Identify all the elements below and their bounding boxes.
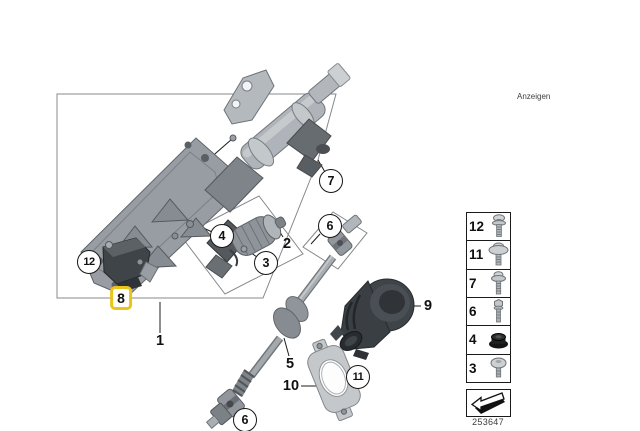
legend-row-7[interactable]: 7 xyxy=(466,268,511,298)
control-module-art xyxy=(102,237,159,292)
callout-1[interactable]: 1 xyxy=(155,332,165,349)
fastener-legend-table: 12 11 7 xyxy=(466,212,511,383)
page-turn-arrow-icon xyxy=(470,392,505,414)
legend-row-3[interactable]: 3 xyxy=(466,353,511,383)
hex-bolt-icon xyxy=(493,299,504,323)
pan-head-screw-icon xyxy=(492,214,506,238)
callout-2[interactable]: 2 xyxy=(282,235,292,252)
callout-12[interactable]: 12 xyxy=(77,250,101,274)
callout-7[interactable]: 7 xyxy=(319,169,343,193)
collar-screw-icon xyxy=(491,271,506,295)
callout-6-upper[interactable]: 6 xyxy=(318,214,342,238)
callout-6-lower[interactable]: 6 xyxy=(233,408,257,431)
callout-8-highlighted[interactable]: 8 xyxy=(110,286,132,310)
legend-row-12[interactable]: 12 xyxy=(466,212,511,242)
legend-num: 4 xyxy=(469,332,477,348)
legend-num: 7 xyxy=(469,275,477,291)
legend-num: 11 xyxy=(469,247,484,263)
adjustment-motor-art xyxy=(205,214,287,279)
lower-shaft-art xyxy=(205,214,362,429)
callout-4[interactable]: 4 xyxy=(210,224,234,248)
legend-row-4[interactable]: 4 xyxy=(466,325,511,355)
rubber-boot-art xyxy=(330,278,415,360)
legend-footer-cell[interactable] xyxy=(466,389,511,417)
legend-num: 3 xyxy=(469,360,477,376)
legend-row-11[interactable]: 11 xyxy=(466,240,511,270)
legend-row-6[interactable]: 6 xyxy=(466,296,511,327)
washer-head-screw-icon xyxy=(488,242,509,266)
callout-3[interactable]: 3 xyxy=(254,251,278,275)
callout-11[interactable]: 11 xyxy=(346,365,370,389)
callout-10[interactable]: 10 xyxy=(282,377,300,394)
anzeigen-link[interactable]: Anzeigen xyxy=(517,92,551,101)
diagram-code: 253647 xyxy=(472,417,504,427)
rubber-grommet-icon xyxy=(489,333,508,349)
callout-5[interactable]: 5 xyxy=(285,355,295,372)
legend-num: 6 xyxy=(469,304,477,320)
dome-head-screw-icon xyxy=(490,357,507,378)
legend-num: 12 xyxy=(469,219,485,235)
callout-9[interactable]: 9 xyxy=(423,297,433,314)
gasket-plate-art xyxy=(307,338,361,422)
group-box-1-outline xyxy=(56,93,337,299)
